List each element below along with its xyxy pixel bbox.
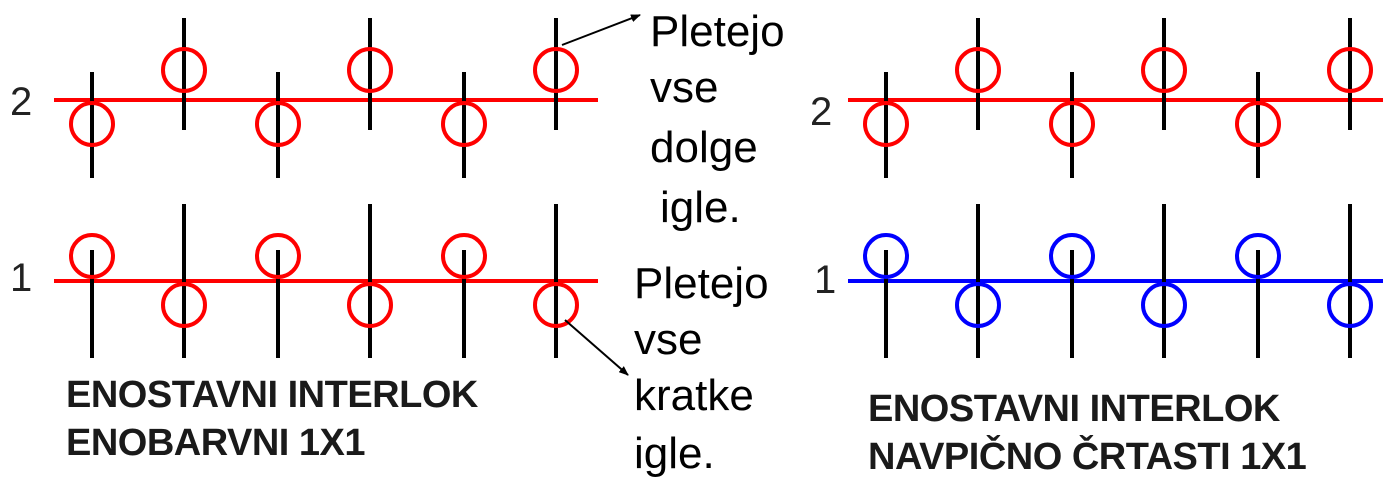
left-row-2-loop xyxy=(441,101,487,147)
right-row-1-loop xyxy=(863,233,909,279)
left-row-1-loop xyxy=(533,282,579,328)
left-row-2-loop xyxy=(533,47,579,93)
left-caption-line-1: ENOSTAVNI INTERLOK xyxy=(66,374,478,416)
right-row-1-loop xyxy=(955,282,1001,328)
left-row-1-loop xyxy=(441,233,487,279)
right-row-1-loop xyxy=(1235,233,1281,279)
long-needles-note-line-2: vse xyxy=(650,63,719,112)
right-row-1-loop xyxy=(1327,282,1373,328)
left-row-2-loop xyxy=(161,47,207,93)
right-row-2-loop xyxy=(1049,101,1095,147)
right-row-1-label: 1 xyxy=(814,258,837,302)
short-needles-note-line-1: Pletejo xyxy=(634,259,769,308)
left-row-2-loop xyxy=(255,101,301,147)
left-row-1-loop xyxy=(255,233,301,279)
left-row-2-loop xyxy=(347,47,393,93)
left-row-1-loop xyxy=(161,282,207,328)
right-caption-line-1: ENOSTAVNI INTERLOK xyxy=(868,388,1280,430)
right-row-2-loop xyxy=(1235,101,1281,147)
right-diagram xyxy=(848,18,1383,358)
right-row-2-loop xyxy=(955,47,1001,93)
left-row-2-label: 2 xyxy=(10,80,33,124)
short-needles-note-line-3: kratke xyxy=(634,371,754,420)
right-row-1-loop xyxy=(1141,282,1187,328)
left-row-1-loop xyxy=(69,233,115,279)
left-row-1-loop xyxy=(347,282,393,328)
right-row-2-label: 2 xyxy=(810,90,833,134)
long-needles-note-line-3: dolge xyxy=(650,123,758,172)
left-row-2-loop xyxy=(69,101,115,147)
left-diagram xyxy=(54,18,598,358)
left-row-1-label: 1 xyxy=(10,256,33,300)
right-caption-line-2: NAVPIČNO ČRTASTI 1X1 xyxy=(868,436,1307,478)
arrow-to-short-needles xyxy=(564,319,629,376)
right-row-2-loop xyxy=(863,101,909,147)
long-needles-note-line-1: Pletejo xyxy=(650,7,785,56)
long-needles-note-line-4: igle. xyxy=(660,183,741,232)
left-caption-line-2: ENOBARVNI 1X1 xyxy=(66,422,366,464)
right-row-1-loop xyxy=(1049,233,1095,279)
arrow-to-long-needles xyxy=(561,14,641,46)
right-row-2-loop xyxy=(1141,47,1187,93)
short-needles-note-line-4: igle. xyxy=(634,429,715,478)
short-needles-note-line-2: vse xyxy=(634,315,703,364)
right-row-2-loop xyxy=(1327,47,1373,93)
